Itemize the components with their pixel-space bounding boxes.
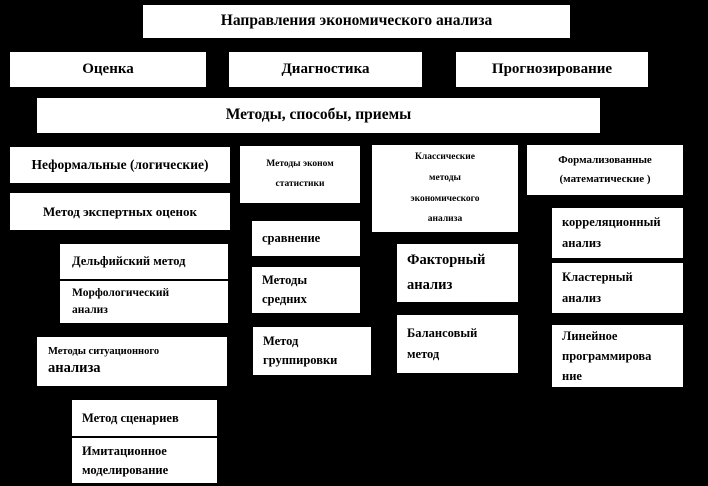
linear-programming-box: Линейное программирование [552, 325, 683, 387]
situational-analysis-line2: анализа [48, 359, 101, 376]
methods-bar-box: Методы, способы, приемы [37, 98, 600, 133]
averages-methods-box: Методы средних [252, 267, 360, 313]
situational-analysis-box: Методы ситуационного анализа [37, 337, 227, 386]
direction-forecasting-box: Прогнозирование [456, 52, 648, 87]
factor-analysis-box: Факторный анализ [397, 244, 518, 302]
expert-estimates-box: Метод экспертных оценок [10, 193, 230, 230]
direction-diagnostics-box: Диагностика [229, 52, 422, 87]
scenarios-method-box: Метод сценариев [72, 400, 217, 436]
informal-header-box: Неформальные (логические) [10, 147, 230, 183]
title-box: Направления экономического анализа [143, 5, 570, 38]
correlation-analysis-box: корреляционный анализ [552, 208, 683, 258]
comparison-box: сравнение [252, 221, 360, 256]
morphological-analysis-box: Морфологический анализ [60, 281, 228, 323]
economic-statistics-header-box: Методы эконом статистики [240, 146, 360, 203]
delphi-method-box: Дельфийский метод [60, 244, 228, 279]
balance-method-box: Балансовый метод [397, 315, 518, 373]
grouping-method-box: Метод группировки [253, 327, 371, 375]
situational-analysis-line1: Методы ситуационного [48, 345, 160, 357]
cluster-analysis-box: Кластерный анализ [552, 263, 683, 313]
classical-methods-header-box: Классические методы экономического анали… [372, 145, 518, 232]
formalized-header-box: Формализованные (математические ) [527, 145, 683, 195]
direction-evaluation-box: Оценка [10, 52, 206, 87]
simulation-modeling-box: Имитационное моделирование [72, 438, 217, 483]
